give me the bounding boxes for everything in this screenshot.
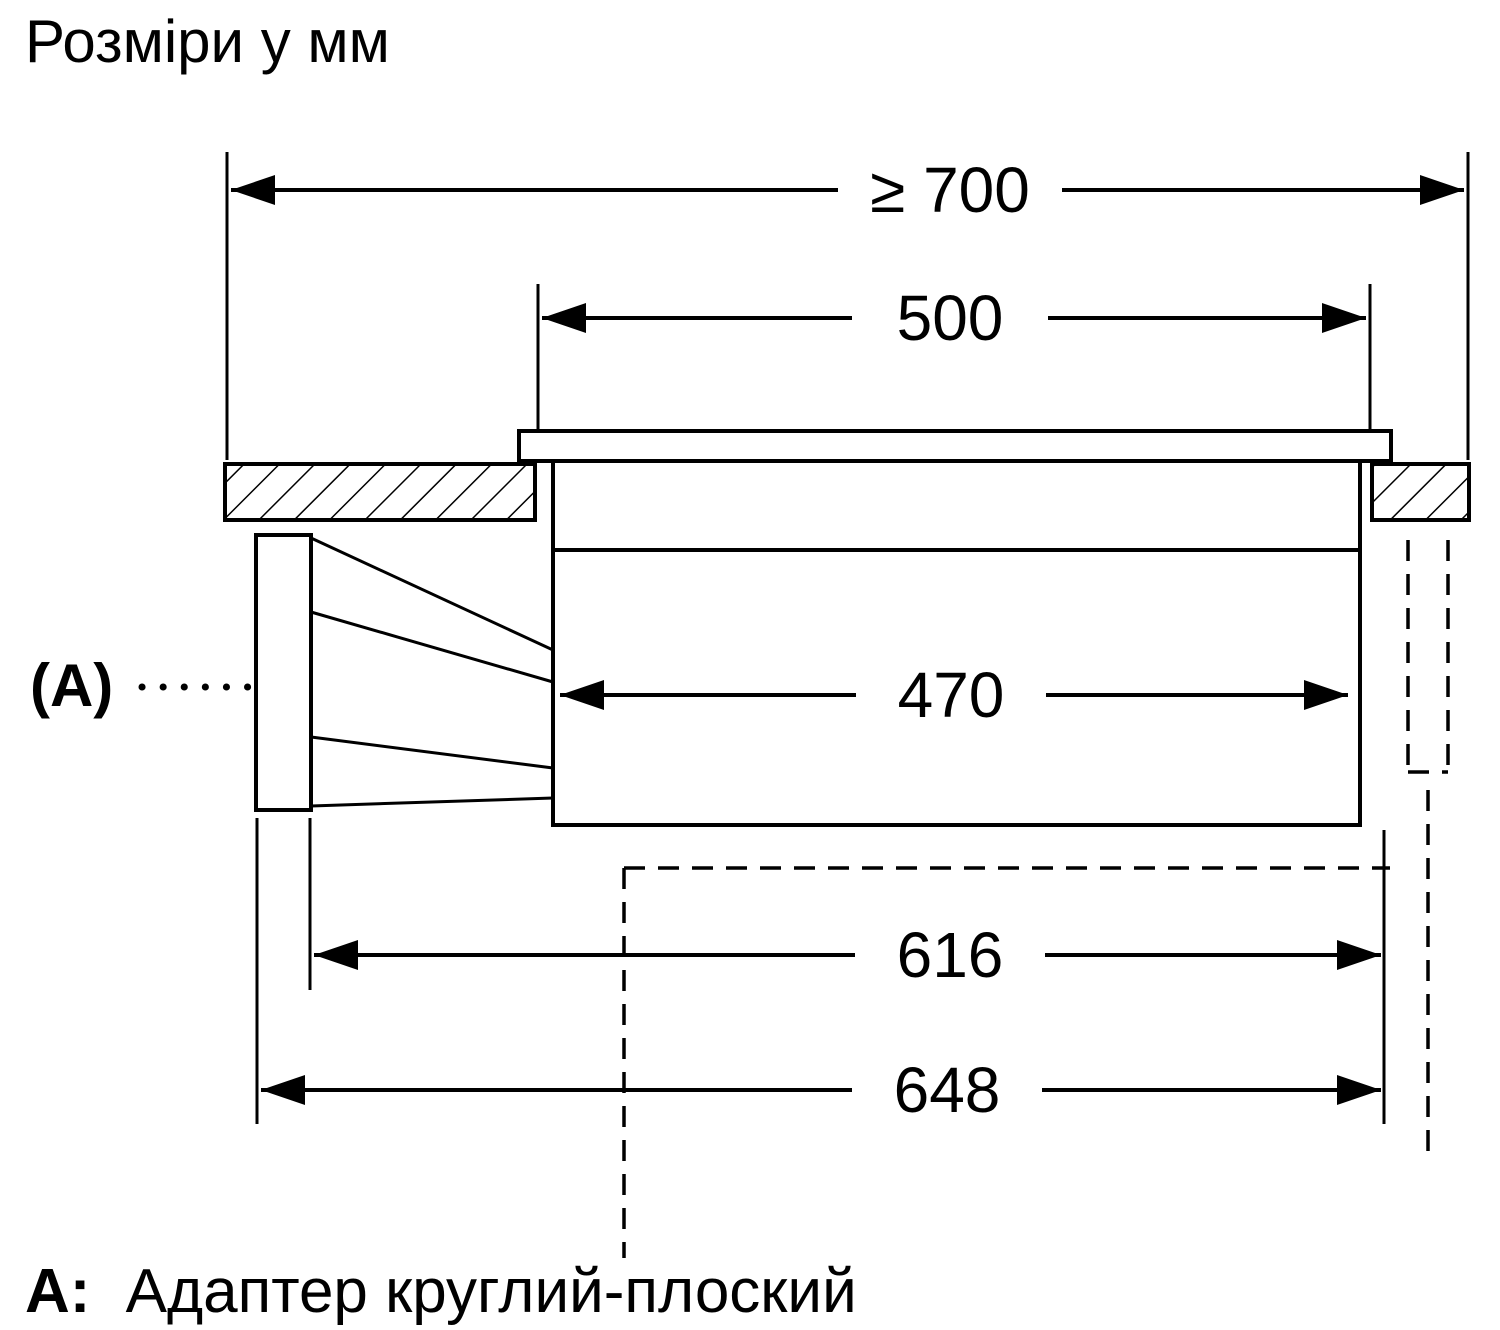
adapter-funnel — [310, 536, 554, 808]
legend-text: Адаптер круглий-плоский — [126, 1257, 857, 1326]
dim-700-label-gap — [838, 152, 1062, 228]
label-a: (A) — [30, 652, 113, 719]
hob-body-group — [517, 429, 1393, 827]
dim-616-arrow-right — [1337, 940, 1381, 970]
worktop-left — [223, 462, 537, 522]
legend: A: Адаптер круглий-плоский — [25, 1257, 857, 1326]
dimension-700: ≥ 700 — [225, 152, 1470, 460]
worktop-right — [1370, 462, 1471, 522]
adapter-group — [254, 533, 554, 812]
dim-470-label: 470 — [898, 659, 1005, 731]
dim-648-arrow-left — [261, 1075, 305, 1105]
funnel-line-top-inner — [310, 610, 554, 684]
dim-470-arrow-right — [1304, 680, 1348, 710]
dim-500-arrow-left — [542, 303, 586, 333]
dim-648-label: 648 — [894, 1054, 1001, 1126]
dimension-470: 470 — [560, 657, 1348, 733]
duct-outline-dashed — [622, 540, 1450, 1258]
dim-700-arrow-right — [1420, 175, 1464, 205]
funnel-line-bottom-outer — [310, 796, 554, 808]
label-a-group: (A) — [30, 652, 272, 719]
hob-body — [551, 459, 1362, 827]
worktop-cross-sections — [223, 462, 1471, 522]
dimension-616: 616 — [308, 818, 1386, 1124]
dim-700-label: ≥ 700 — [870, 154, 1030, 226]
dimension-500: 500 — [536, 280, 1372, 430]
dim-470-label-gap — [856, 657, 1046, 733]
dim-616-label: 616 — [897, 919, 1004, 991]
dim-616-label-gap — [855, 917, 1045, 993]
dim-470-arrow-left — [560, 680, 604, 710]
funnel-line-top-outer — [310, 536, 554, 652]
dim-500-label: 500 — [897, 282, 1004, 354]
dim-616-arrow-left — [314, 940, 358, 970]
hob-plate — [517, 429, 1393, 463]
dim-648-arrow-right — [1337, 1075, 1381, 1105]
adapter-flange — [254, 533, 313, 812]
dim-648-label-gap — [852, 1052, 1042, 1128]
dim-500-label-gap — [852, 280, 1048, 356]
diagram-title: Розміри у мм — [25, 8, 390, 75]
dim-700-arrow-left — [231, 175, 275, 205]
dimension-648: 648 — [255, 818, 1381, 1128]
dim-500-arrow-right — [1322, 303, 1366, 333]
legend-key: A: — [25, 1257, 90, 1326]
funnel-line-bottom-inner — [310, 735, 554, 770]
